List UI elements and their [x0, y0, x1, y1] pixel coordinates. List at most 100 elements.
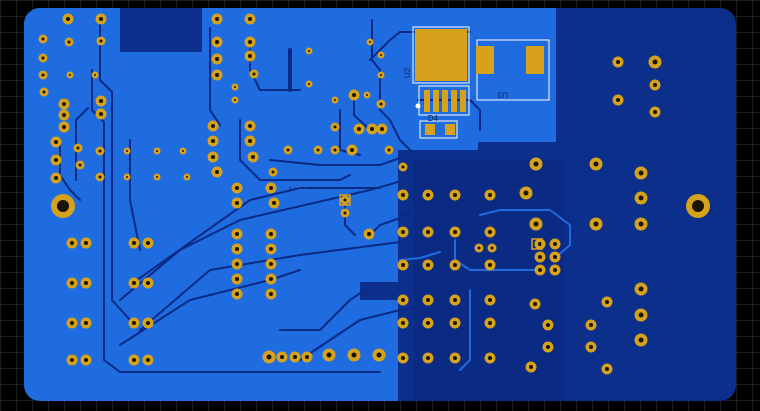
- pad[interactable]: [549, 264, 561, 276]
- pad[interactable]: [211, 69, 223, 81]
- pad[interactable]: [366, 123, 378, 135]
- u2-pin-1[interactable]: [424, 90, 430, 112]
- pad[interactable]: [211, 166, 223, 178]
- pad[interactable]: [449, 294, 461, 306]
- pad[interactable]: [265, 288, 277, 300]
- pad[interactable]: [330, 122, 340, 132]
- pad[interactable]: [64, 37, 74, 47]
- via[interactable]: [377, 51, 385, 59]
- pad[interactable]: [142, 237, 154, 249]
- via[interactable]: [377, 71, 385, 79]
- pad[interactable]: [612, 56, 624, 68]
- d4-pad-right[interactable]: [445, 124, 455, 135]
- pad[interactable]: [376, 99, 386, 109]
- pad[interactable]: [589, 217, 603, 231]
- pad[interactable]: [38, 70, 48, 80]
- pad[interactable]: [268, 167, 278, 177]
- pad[interactable]: [529, 298, 541, 310]
- pad[interactable]: [340, 195, 350, 205]
- pad[interactable]: [346, 144, 358, 156]
- pad[interactable]: [634, 166, 648, 180]
- pad[interactable]: [249, 69, 259, 79]
- pad[interactable]: [397, 259, 409, 271]
- pad[interactable]: [96, 36, 106, 46]
- pad[interactable]: [95, 13, 107, 25]
- via[interactable]: [91, 71, 99, 79]
- pad[interactable]: [601, 363, 613, 375]
- pad[interactable]: [283, 145, 293, 155]
- pad[interactable]: [95, 95, 107, 107]
- pad[interactable]: [585, 319, 597, 331]
- pad[interactable]: [265, 243, 277, 255]
- via[interactable]: [179, 147, 187, 155]
- pad[interactable]: [397, 189, 409, 201]
- via[interactable]: [363, 91, 371, 99]
- pad[interactable]: [211, 53, 223, 65]
- pad[interactable]: [244, 120, 256, 132]
- pad[interactable]: [322, 348, 336, 362]
- pad[interactable]: [347, 348, 361, 362]
- pad[interactable]: [58, 98, 70, 110]
- pad[interactable]: [265, 182, 277, 194]
- pad[interactable]: [95, 146, 105, 156]
- pad[interactable]: [265, 258, 277, 270]
- pad[interactable]: [422, 294, 434, 306]
- pad[interactable]: [634, 282, 648, 296]
- pad[interactable]: [265, 228, 277, 240]
- pad[interactable]: [534, 264, 546, 276]
- pad[interactable]: [142, 354, 154, 366]
- pad[interactable]: [484, 317, 496, 329]
- pad[interactable]: [353, 123, 365, 135]
- pad[interactable]: [542, 319, 554, 331]
- pad[interactable]: [73, 143, 83, 153]
- via[interactable]: [331, 96, 339, 104]
- pad[interactable]: [330, 145, 340, 155]
- pad[interactable]: [519, 186, 533, 200]
- pad[interactable]: [66, 237, 78, 249]
- pad[interactable]: [231, 273, 243, 285]
- via[interactable]: [183, 173, 191, 181]
- pad[interactable]: [211, 13, 223, 25]
- pad[interactable]: [128, 277, 140, 289]
- pad[interactable]: [313, 145, 323, 155]
- pad[interactable]: [449, 259, 461, 271]
- pad[interactable]: [268, 197, 280, 209]
- pad[interactable]: [207, 151, 219, 163]
- pad[interactable]: [247, 151, 259, 163]
- pad[interactable]: [207, 120, 219, 132]
- pad[interactable]: [397, 352, 409, 364]
- pad[interactable]: [58, 109, 70, 121]
- u2-pin-4[interactable]: [451, 90, 457, 112]
- pad[interactable]: [397, 317, 409, 329]
- pad[interactable]: [449, 226, 461, 238]
- pad[interactable]: [265, 273, 277, 285]
- pad[interactable]: [289, 351, 301, 363]
- pad[interactable]: [398, 162, 408, 172]
- u2-pin-5[interactable]: [460, 90, 466, 112]
- pad[interactable]: [50, 154, 62, 166]
- pad[interactable]: [634, 191, 648, 205]
- pad[interactable]: [75, 160, 85, 170]
- pad[interactable]: [649, 79, 661, 91]
- pad[interactable]: [601, 296, 613, 308]
- pad[interactable]: [38, 53, 48, 63]
- u2-pin-2[interactable]: [433, 90, 439, 112]
- pad[interactable]: [38, 34, 48, 44]
- pad[interactable]: [80, 277, 92, 289]
- pad[interactable]: [612, 94, 624, 106]
- pad[interactable]: [301, 351, 313, 363]
- pad[interactable]: [422, 352, 434, 364]
- pad[interactable]: [231, 258, 243, 270]
- pad[interactable]: [634, 308, 648, 322]
- pad[interactable]: [66, 354, 78, 366]
- pad[interactable]: [549, 238, 561, 250]
- pad[interactable]: [58, 121, 70, 133]
- via[interactable]: [66, 71, 74, 79]
- pad[interactable]: [649, 106, 661, 118]
- pad[interactable]: [50, 172, 62, 184]
- pad[interactable]: [128, 317, 140, 329]
- pad[interactable]: [244, 36, 256, 48]
- pad[interactable]: [66, 317, 78, 329]
- pad[interactable]: [372, 348, 386, 362]
